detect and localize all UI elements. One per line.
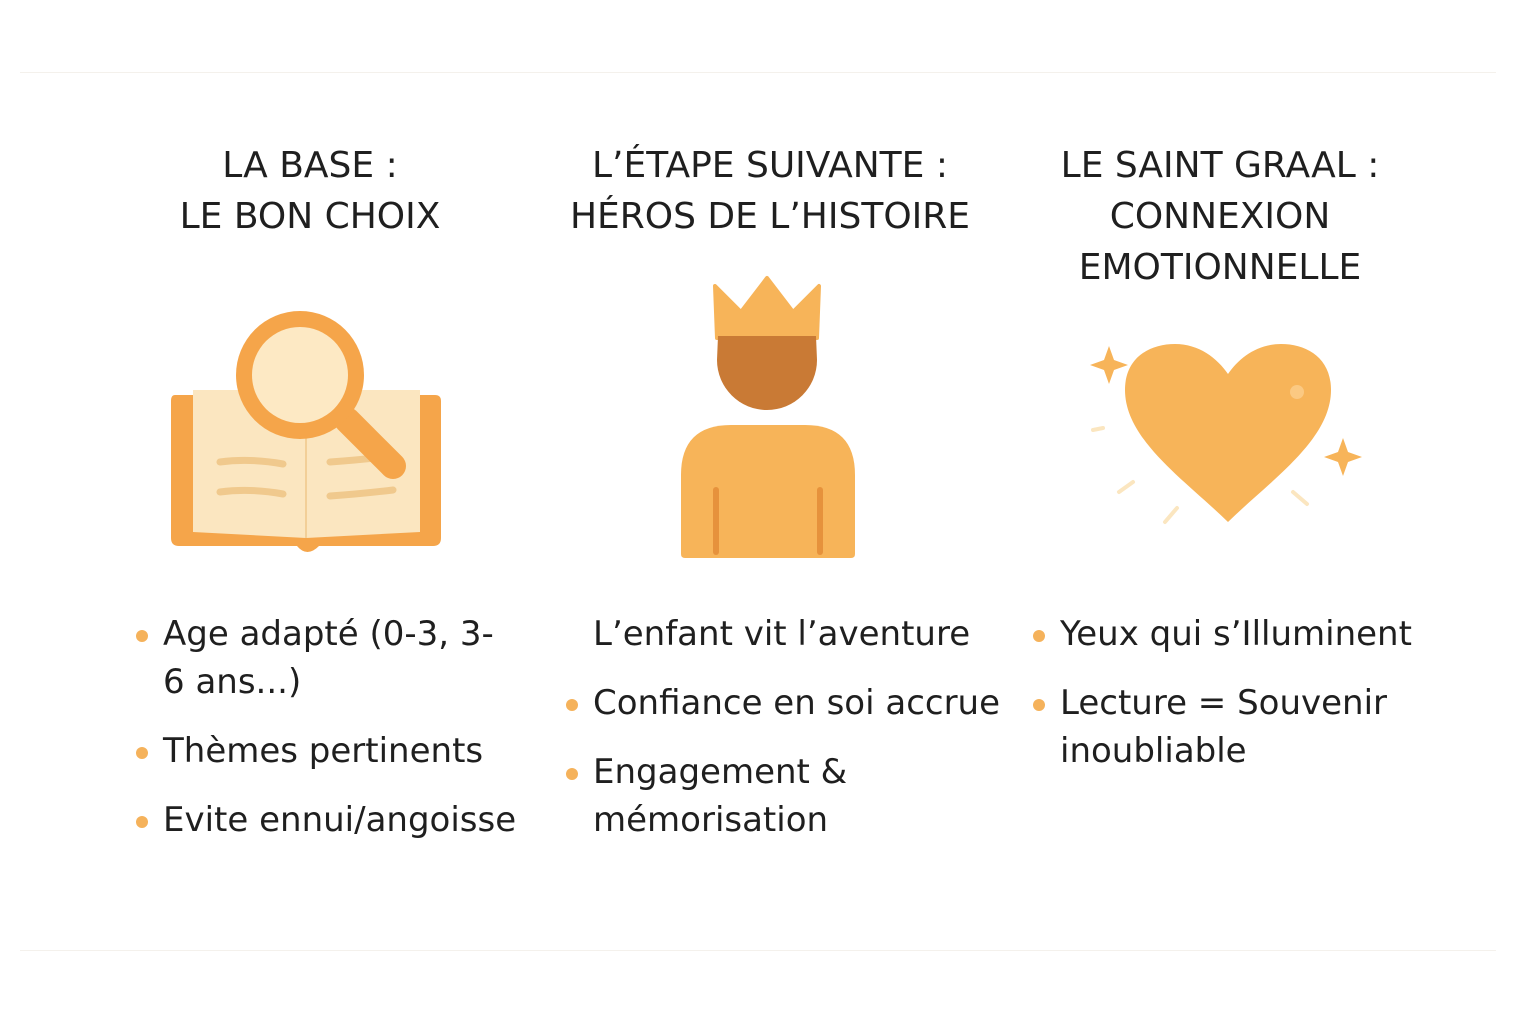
title-line: CONNEXION: [1109, 196, 1331, 237]
bullet-dot: [566, 768, 578, 780]
title-line: HÉROS DE L’HISTOIRE: [569, 196, 971, 237]
column-title: LE SAINT GRAAL : CONNEXION EMOTIONNELLE: [985, 140, 1455, 300]
title-line: EMOTIONNELLE: [1078, 247, 1362, 288]
column-base: LA BASE : LE BON CHOIX Age adapté (0-3, …: [75, 140, 545, 840]
list-item: L’enfant vit l’aventure: [535, 610, 1005, 658]
bullet-list: Age adapté (0-3, 3-6 ans...) Thèmes pert…: [75, 610, 545, 865]
bullet-dot: [566, 699, 578, 711]
bullet-dot: [136, 747, 148, 759]
list-item: Yeux qui s’Illuminent: [985, 610, 1455, 658]
bottom-divider: [20, 950, 1496, 951]
bullet-text: Engagement & mémorisation: [593, 752, 848, 840]
bullet-list: L’enfant vit l’aventure Confiance en soi…: [535, 610, 1005, 865]
list-item: Age adapté (0-3, 3-6 ans...): [75, 610, 545, 706]
title-line: L’ÉTAPE SUIVANTE :: [592, 145, 948, 186]
bullet-text: Evite ennui/angoisse: [163, 800, 517, 840]
bullet-dot: [1033, 699, 1045, 711]
column-title: LA BASE : LE BON CHOIX: [75, 140, 545, 300]
bullet-text: L’enfant vit l’aventure: [593, 614, 971, 654]
title-line: LE BON CHOIX: [179, 196, 441, 237]
list-item: Confiance en soi accrue: [535, 679, 1005, 727]
bullet-text: Confiance en soi accrue: [593, 683, 1001, 723]
list-item: Thèmes pertinents: [75, 727, 545, 775]
bullet-dot: [1033, 630, 1045, 642]
bullet-dot: [136, 630, 148, 642]
sparkling-heart-icon: [985, 270, 1455, 570]
list-item: Engagement & mémorisation: [535, 748, 1005, 844]
list-item: Evite ennui/angoisse: [75, 796, 545, 844]
bullet-text: Thèmes pertinents: [163, 731, 484, 771]
bullet-list: Yeux qui s’Illuminent Lecture = Souvenir…: [985, 610, 1455, 796]
bullet-text: Lecture = Souvenir inoubliable: [1060, 683, 1388, 771]
crowned-child-icon: [535, 270, 1005, 570]
column-title: L’ÉTAPE SUIVANTE : HÉROS DE L’HISTOIRE: [535, 140, 1005, 300]
column-holy-grail: LE SAINT GRAAL : CONNEXION EMOTIONNELLE …: [985, 140, 1455, 771]
column-hero: L’ÉTAPE SUIVANTE : HÉROS DE L’HISTOIRE L…: [535, 140, 1005, 840]
book-magnifier-icon: [75, 270, 545, 570]
bullet-text: Yeux qui s’Illuminent: [1060, 614, 1412, 654]
title-line: LE SAINT GRAAL :: [1060, 145, 1380, 186]
list-item: Lecture = Souvenir inoubliable: [985, 679, 1455, 775]
bullet-dot: [136, 816, 148, 828]
bullet-text: Age adapté (0-3, 3-6 ans...): [163, 614, 494, 702]
title-line: LA BASE :: [222, 145, 398, 186]
top-divider: [20, 72, 1496, 73]
